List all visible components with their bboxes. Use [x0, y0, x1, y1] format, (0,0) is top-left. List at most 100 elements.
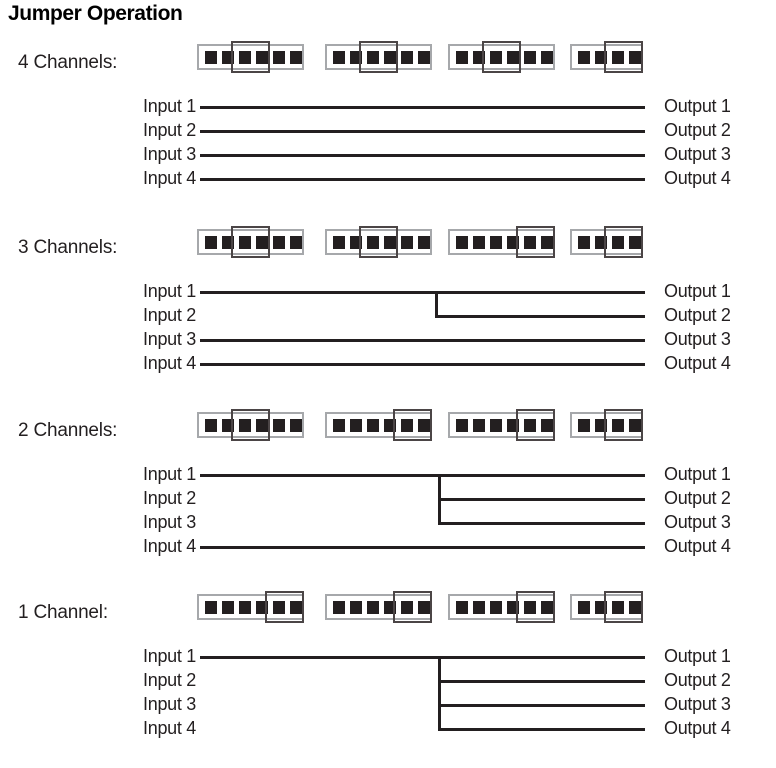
jumper-pin — [255, 600, 268, 614]
jumper-row-four-channels — [0, 41, 776, 74]
jumper-pin — [366, 50, 379, 64]
jumper-pin — [540, 235, 553, 249]
output-label-2: Output 2 — [664, 488, 731, 508]
jumper-pin — [349, 235, 362, 249]
jumper-row-three-channels — [0, 226, 776, 259]
jumper-header-two-channels-1[interactable] — [197, 412, 304, 438]
jumper-pin — [455, 418, 468, 432]
output-label-3: Output 3 — [664, 512, 731, 532]
jumper-header-three-channels-2[interactable] — [325, 229, 432, 255]
jumper-pin — [594, 235, 607, 249]
jumper-pin — [238, 418, 251, 432]
jumper-header-two-channels-3[interactable] — [448, 412, 555, 438]
jumper-pin — [523, 50, 536, 64]
jumper-pin — [272, 418, 285, 432]
jumper-pin — [506, 235, 519, 249]
jumper-pin — [204, 235, 217, 249]
output-label-1: Output 1 — [664, 96, 731, 116]
jumper-pin — [489, 418, 502, 432]
jumper-pin — [332, 50, 345, 64]
wire-input1-output3 — [438, 522, 645, 525]
jumper-pin — [400, 600, 413, 614]
jumper-pin — [383, 50, 396, 64]
jumper-pin — [489, 235, 502, 249]
jumper-pin — [289, 418, 302, 432]
jumper-pin — [577, 418, 590, 432]
wire-input1-output2 — [438, 680, 645, 683]
page-title: Jumper Operation — [8, 2, 183, 25]
jumper-pin — [472, 50, 485, 64]
output-label-4: Output 4 — [664, 353, 731, 373]
input-label-3: Input 3 — [143, 329, 196, 349]
wire-input1-output1 — [200, 291, 645, 294]
jumper-pin — [255, 418, 268, 432]
jumper-pin — [289, 600, 302, 614]
jumper-header-one-channel-1[interactable] — [197, 594, 304, 620]
jumper-pin — [255, 235, 268, 249]
jumper-pin — [611, 235, 624, 249]
jumper-pin — [611, 600, 624, 614]
jumper-pin — [472, 600, 485, 614]
section-label-three-channels: 3 Channels: — [18, 237, 118, 258]
wire-input1-output1 — [200, 656, 645, 659]
jumper-header-one-channel-2[interactable] — [325, 594, 432, 620]
jumper-header-two-channels-2[interactable] — [325, 412, 432, 438]
jumper-header-three-channels-3[interactable] — [448, 229, 555, 255]
jumper-header-four-channels-4[interactable] — [570, 44, 643, 70]
jumper-pin — [332, 418, 345, 432]
input-label-3: Input 3 — [143, 512, 196, 532]
jumper-pin — [594, 600, 607, 614]
wire-junction-input1 — [435, 291, 438, 318]
output-label-1: Output 1 — [664, 464, 731, 484]
input-label-4: Input 4 — [143, 168, 196, 188]
jumper-pin — [332, 235, 345, 249]
jumper-pin — [400, 50, 413, 64]
jumper-pin — [221, 235, 234, 249]
jumper-pin — [349, 600, 362, 614]
section-label-two-channels: 2 Channels: — [18, 420, 118, 441]
jumper-pin — [366, 235, 379, 249]
jumper-header-four-channels-1[interactable] — [197, 44, 304, 70]
jumper-pin — [628, 235, 641, 249]
jumper-header-four-channels-2[interactable] — [325, 44, 432, 70]
jumper-pin — [523, 235, 536, 249]
jumper-header-three-channels-1[interactable] — [197, 229, 304, 255]
jumper-pin — [540, 600, 553, 614]
jumper-header-two-channels-4[interactable] — [570, 412, 643, 438]
output-label-2: Output 2 — [664, 305, 731, 325]
jumper-pin — [417, 418, 430, 432]
input-label-2: Input 2 — [143, 670, 196, 690]
jumper-header-one-channel-4[interactable] — [570, 594, 643, 620]
wire-input1-output4 — [438, 728, 645, 731]
jumper-pin — [540, 50, 553, 64]
input-label-4: Input 4 — [143, 718, 196, 738]
section-label-one-channel: 1 Channel: — [18, 602, 108, 623]
jumper-pin — [472, 418, 485, 432]
jumper-pin — [523, 600, 536, 614]
jumper-pin — [506, 600, 519, 614]
jumper-pin — [238, 600, 251, 614]
input-label-4: Input 4 — [143, 536, 196, 556]
jumper-pin — [238, 235, 251, 249]
jumper-pin — [383, 600, 396, 614]
jumper-pin — [400, 418, 413, 432]
input-label-1: Input 1 — [143, 464, 196, 484]
wire-input1-output2 — [435, 315, 645, 318]
input-label-3: Input 3 — [143, 694, 196, 714]
wire-input4-output4 — [200, 178, 645, 181]
jumper-pin — [272, 600, 285, 614]
jumper-pin — [272, 50, 285, 64]
jumper-pin — [255, 50, 268, 64]
output-label-2: Output 2 — [664, 670, 731, 690]
jumper-pin — [489, 50, 502, 64]
wire-input1-output2 — [438, 498, 645, 501]
output-label-3: Output 3 — [664, 694, 731, 714]
input-label-1: Input 1 — [143, 281, 196, 301]
jumper-header-one-channel-3[interactable] — [448, 594, 555, 620]
jumper-header-three-channels-4[interactable] — [570, 229, 643, 255]
jumper-pin — [455, 235, 468, 249]
jumper-header-four-channels-3[interactable] — [448, 44, 555, 70]
jumper-pin — [489, 600, 502, 614]
wire-input4-output4 — [200, 363, 645, 366]
jumper-pin — [204, 418, 217, 432]
